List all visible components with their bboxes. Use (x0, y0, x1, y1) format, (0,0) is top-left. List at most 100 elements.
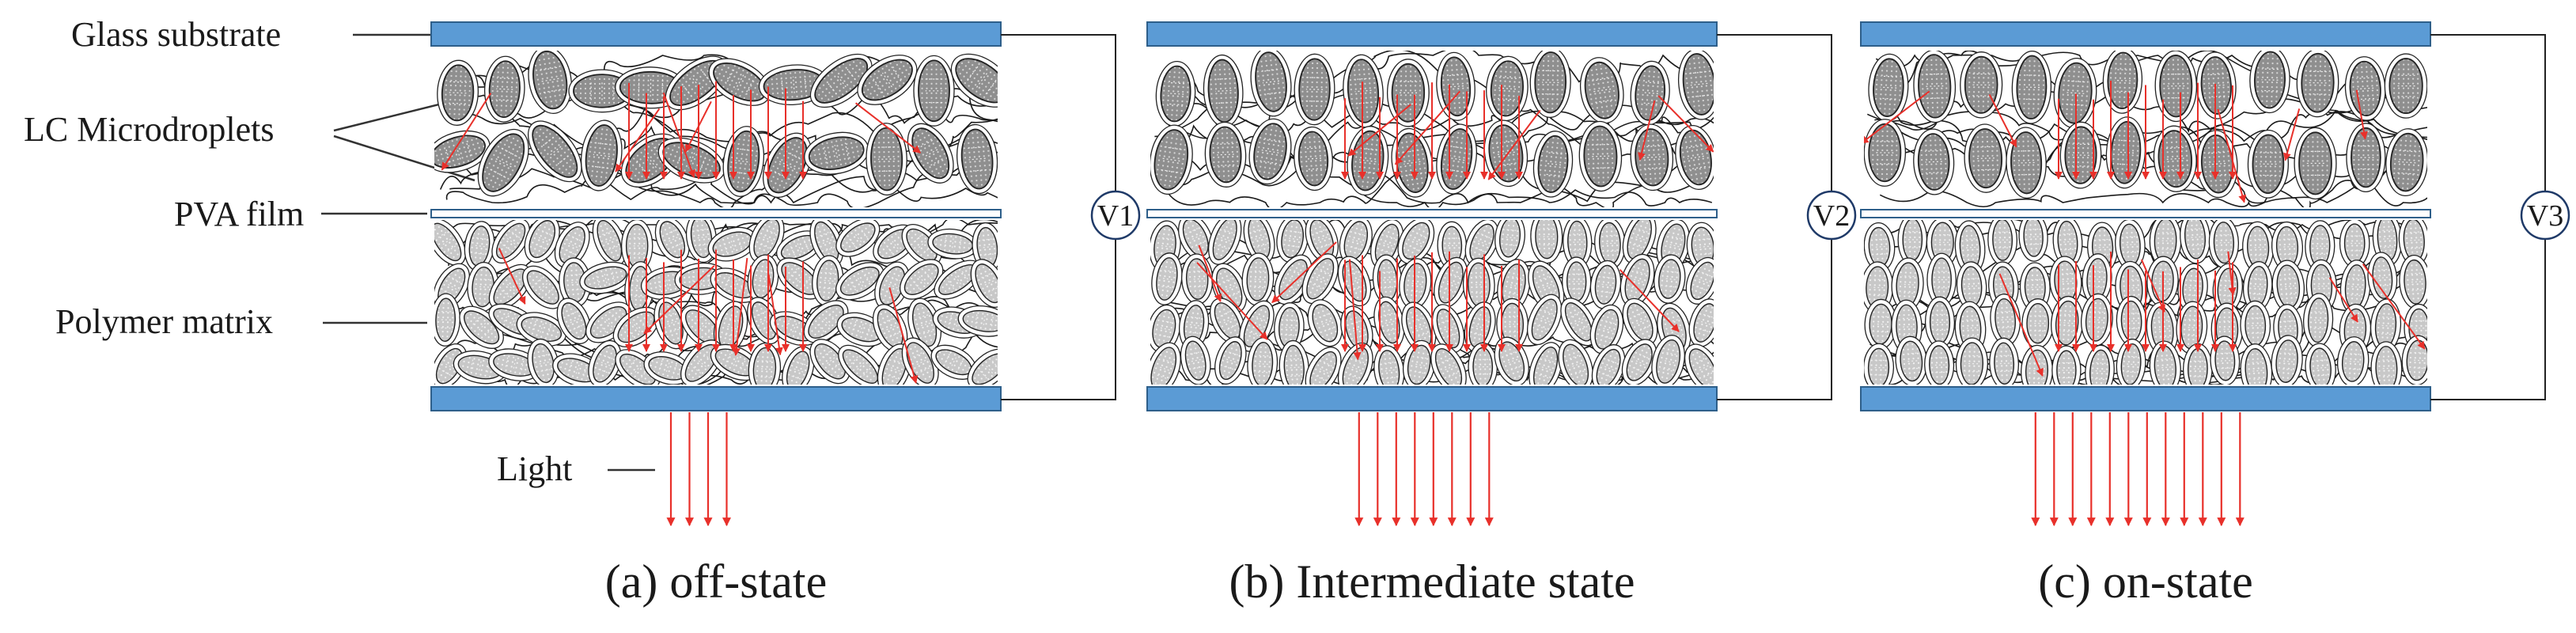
lc-droplet (2401, 335, 2434, 385)
lc-droplet (2155, 51, 2197, 122)
lc-droplet (2249, 47, 2290, 113)
droplet-core (1535, 214, 1558, 258)
pva-film (1147, 210, 1717, 218)
lc-droplet (2304, 343, 2338, 394)
lc-droplet (1480, 118, 1531, 189)
panel-caption: (a) off-state (605, 555, 827, 608)
lc-droplet (2294, 127, 2336, 199)
glass-substrate-top (431, 22, 1001, 46)
lc-droplet (2060, 122, 2102, 188)
lc-droplet (1468, 343, 1498, 391)
lc-droplet (719, 124, 768, 199)
droplet-core (1868, 348, 1889, 387)
glass-substrate-bottom (1861, 387, 2430, 411)
lc-droplet (1964, 123, 2008, 193)
lc-droplet (2347, 123, 2385, 192)
glass-substrate-bottom (431, 387, 1001, 411)
lc-droplet (866, 123, 907, 195)
lc-droplet (2011, 51, 2051, 123)
lc-droplet (2209, 217, 2240, 268)
lc-droplet (524, 44, 577, 117)
pva-film (431, 210, 1001, 218)
lc-droplet (914, 55, 954, 126)
lc-droplet (2018, 212, 2049, 262)
droplet-core (2027, 304, 2049, 343)
lc-droplet (1863, 343, 1894, 392)
lc-droplet (2079, 293, 2114, 347)
lc-droplet (1292, 126, 1334, 191)
lc-droplet (1675, 47, 1723, 121)
lc-droplet (1432, 121, 1481, 196)
lc-droplet (899, 116, 963, 191)
lc-droplet (1294, 54, 1335, 125)
lc-microdroplets (1861, 47, 2434, 399)
panel-2: V2 (b) Intermediate state (1140, 22, 1855, 608)
pva-film-label: PVA film (174, 195, 304, 233)
voltage-label: V3 (2527, 199, 2563, 233)
lc-droplet (2248, 130, 2289, 198)
panel-1: V1 (a) off-state (419, 22, 1139, 608)
light-label: Light (497, 449, 572, 488)
lc-droplet (2240, 301, 2271, 351)
panel-content (419, 44, 1032, 399)
lc-droplet (1989, 338, 2019, 389)
lc-droplet (801, 127, 872, 180)
voltage-label: V1 (1097, 199, 1134, 233)
transmitted-light (2036, 412, 2241, 525)
circuit-wire-bottom (2430, 239, 2545, 400)
lc-droplet (1864, 119, 1906, 186)
lc-microdroplets (1140, 45, 1729, 400)
lc-droplet (1530, 47, 1571, 118)
lc-droplet (483, 55, 526, 123)
lc-droplet (1180, 253, 1214, 305)
lc-droplet (1244, 116, 1295, 187)
glass-substrate-top (1861, 22, 2430, 46)
lc-droplet (1241, 252, 1275, 306)
lc-droplet (1987, 214, 2017, 265)
lc-droplet (1202, 54, 1244, 127)
glass-substrate-top (1147, 22, 1717, 46)
transmitted-light (1359, 412, 1490, 525)
lc-microdroplets-label: LC Microdroplets (24, 110, 275, 149)
circuit-wire-top (1001, 35, 1116, 191)
lc-droplet (1484, 55, 1530, 123)
lc-droplet (1387, 59, 1429, 127)
lc-droplet (1898, 214, 1927, 265)
glass-substrate-label: Glass substrate (71, 15, 281, 54)
lc-droplet (1434, 51, 1477, 122)
lc-droplet (954, 123, 1000, 195)
lc-droplet (1248, 45, 1295, 118)
lc-droplet (2049, 295, 2085, 351)
voltage-label: V2 (1813, 199, 1850, 233)
lc-droplet (1588, 259, 1623, 310)
lc-droplet (1344, 124, 1392, 197)
droplet-core (2245, 305, 2265, 346)
circuit-wire-bottom (1001, 239, 1116, 400)
lc-microdroplets (419, 44, 1021, 399)
glass-substrate-bottom (1147, 387, 1717, 411)
lc-droplet (1154, 60, 1197, 127)
lc-droplet (1332, 252, 1377, 310)
lc-droplet (2022, 299, 2054, 348)
lc-droplet (1913, 49, 1957, 123)
droplet-core (1960, 343, 1983, 385)
polymer-matrix-label: Polymer matrix (55, 302, 273, 341)
lc-droplet (1204, 121, 1247, 188)
lc-droplet (2398, 255, 2431, 309)
panel-content (1140, 45, 1752, 400)
director-line (2029, 244, 2039, 245)
lc-droplet (1488, 332, 1535, 390)
panel-content (1861, 47, 2463, 399)
panel-caption: (b) Intermediate state (1229, 555, 1635, 608)
circuit-wire-top (1717, 35, 1832, 191)
lc-droplet (2297, 48, 2339, 117)
lc-droplet (1925, 297, 1955, 348)
pva-film (1861, 210, 2430, 218)
lc-droplet (1956, 338, 1988, 390)
panel-caption: (c) on-state (2038, 555, 2253, 608)
lc-droplet (1924, 341, 1954, 390)
transmitted-light (671, 412, 727, 525)
